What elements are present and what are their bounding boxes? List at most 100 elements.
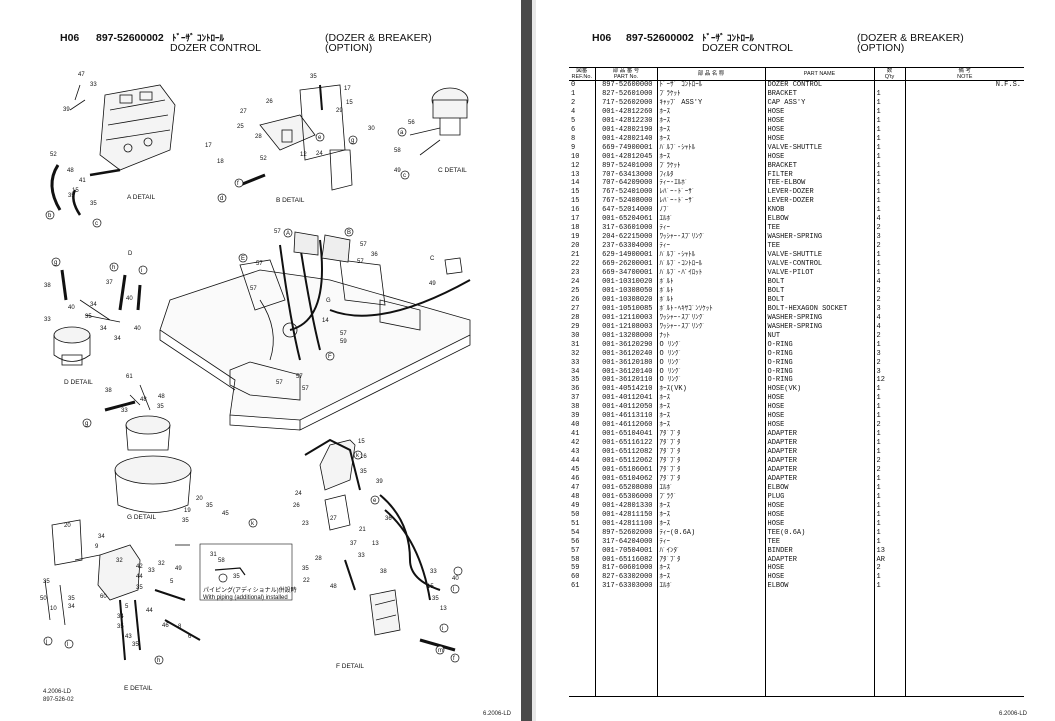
ref-cell: 18 [571, 224, 580, 233]
ref-cell: 38 [571, 403, 580, 412]
note-cell [904, 403, 1024, 413]
name-en-cell: O-RING [764, 340, 874, 350]
svg-text:49: 49 [394, 168, 401, 174]
note-cell [904, 582, 1024, 592]
note-cell [904, 98, 1024, 108]
svg-text:G: G [326, 298, 331, 304]
name-en-cell: HOSE [764, 519, 874, 529]
name-en-cell: HOSE [764, 394, 874, 404]
piping-note-jp: パイピング(アディショナル)併設時 [203, 586, 297, 594]
name-jp-cell: ﾎｰｽ [656, 134, 765, 144]
qty-cell: 3 [873, 304, 905, 314]
svg-text:35: 35 [182, 518, 189, 524]
ref-cell: 17 [571, 215, 580, 224]
caption-e-detail: E DETAIL [124, 685, 153, 692]
svg-text:40: 40 [126, 296, 133, 302]
svg-text:36: 36 [385, 516, 392, 522]
name-en-cell: BRACKET [764, 161, 874, 171]
note-cell [904, 143, 1024, 153]
caption-d-detail: D DETAIL [64, 379, 93, 386]
note-cell [904, 465, 1024, 475]
svg-text:26: 26 [293, 503, 300, 509]
svg-text:35: 35 [85, 314, 92, 320]
ref-cell: 2 [571, 98, 576, 107]
qty-cell: 1 [873, 260, 905, 270]
svg-text:48: 48 [67, 168, 74, 174]
header-name-jp: 部 品 名 称 [656, 67, 765, 81]
svg-text:28: 28 [315, 556, 322, 562]
right-page-parts-list: H06 897-52600002 ﾄﾞｰｻﾞ ｺﾝﾄﾛｰﾙ DOZER CONT… [532, 0, 1055, 721]
note-cell [904, 492, 1024, 502]
name-en-cell: BOLT [764, 295, 874, 305]
svg-text:35: 35 [157, 404, 164, 410]
name-jp-cell: ｱﾀﾞﾌﾟﾀ [656, 439, 765, 449]
qty-cell: 2 [873, 242, 905, 252]
svg-text:6: 6 [188, 634, 192, 640]
name-en-cell: ADAPTER [764, 439, 874, 449]
note-cell [904, 125, 1024, 135]
part-no-cell: 001-42812230 [594, 116, 657, 126]
part-no-cell: 001-42802140 [594, 134, 657, 144]
callout-i: i [141, 268, 142, 274]
svg-text:37: 37 [350, 541, 357, 547]
ref-cell: 51 [571, 519, 580, 528]
lever-bracket [239, 84, 353, 191]
footer-code-2: 897-526-02 [43, 697, 74, 703]
ref-cell: 50 [571, 510, 580, 519]
name-jp-cell: ﾎﾞﾙﾄ [656, 295, 765, 305]
qty-cell: 1 [873, 170, 905, 180]
note-cell [904, 421, 1024, 431]
ref-cell: 42 [571, 439, 580, 448]
svg-text:24: 24 [295, 491, 302, 497]
svg-text:29: 29 [336, 108, 343, 114]
name-jp-cell: ｱﾀﾞﾌﾟﾀ [656, 457, 765, 466]
ref-cell: 56 [571, 537, 580, 546]
part-no-cell: 001-65116082 [594, 555, 657, 565]
note-cell [904, 331, 1024, 341]
note-cell [904, 295, 1024, 305]
qty-cell: 1 [873, 107, 905, 117]
name-en-cell: HOSE [764, 107, 874, 117]
part-no-cell: 001-10510085 [594, 304, 657, 314]
qty-cell: 1 [873, 510, 905, 520]
svg-text:40: 40 [68, 305, 75, 311]
note-cell [904, 313, 1024, 323]
svg-text:13: 13 [372, 541, 379, 547]
svg-text:26: 26 [266, 99, 273, 105]
qty-cell: 1 [873, 403, 905, 413]
svg-text:8: 8 [178, 624, 182, 630]
empty-cell [764, 591, 874, 697]
note-cell [904, 224, 1024, 234]
callout-e: e [318, 135, 322, 141]
name-en-cell: DOZER CONTROL [764, 80, 874, 90]
name-jp-cell: ﾃｨｰ [656, 537, 765, 547]
svg-text:28: 28 [255, 134, 262, 140]
svg-text:61: 61 [126, 374, 133, 380]
qty-cell: AR [873, 555, 905, 565]
callout-i2: i [442, 626, 443, 632]
svg-text:32: 32 [116, 558, 123, 564]
ref-cell: 35 [571, 376, 580, 385]
svg-text:39: 39 [376, 479, 383, 485]
svg-text:33: 33 [90, 82, 97, 88]
part-no-cell: 001-42812045 [594, 152, 657, 162]
part-no-cell: 001-36120180 [594, 358, 657, 368]
note-cell [904, 376, 1024, 386]
ref-cell: 23 [571, 269, 580, 278]
